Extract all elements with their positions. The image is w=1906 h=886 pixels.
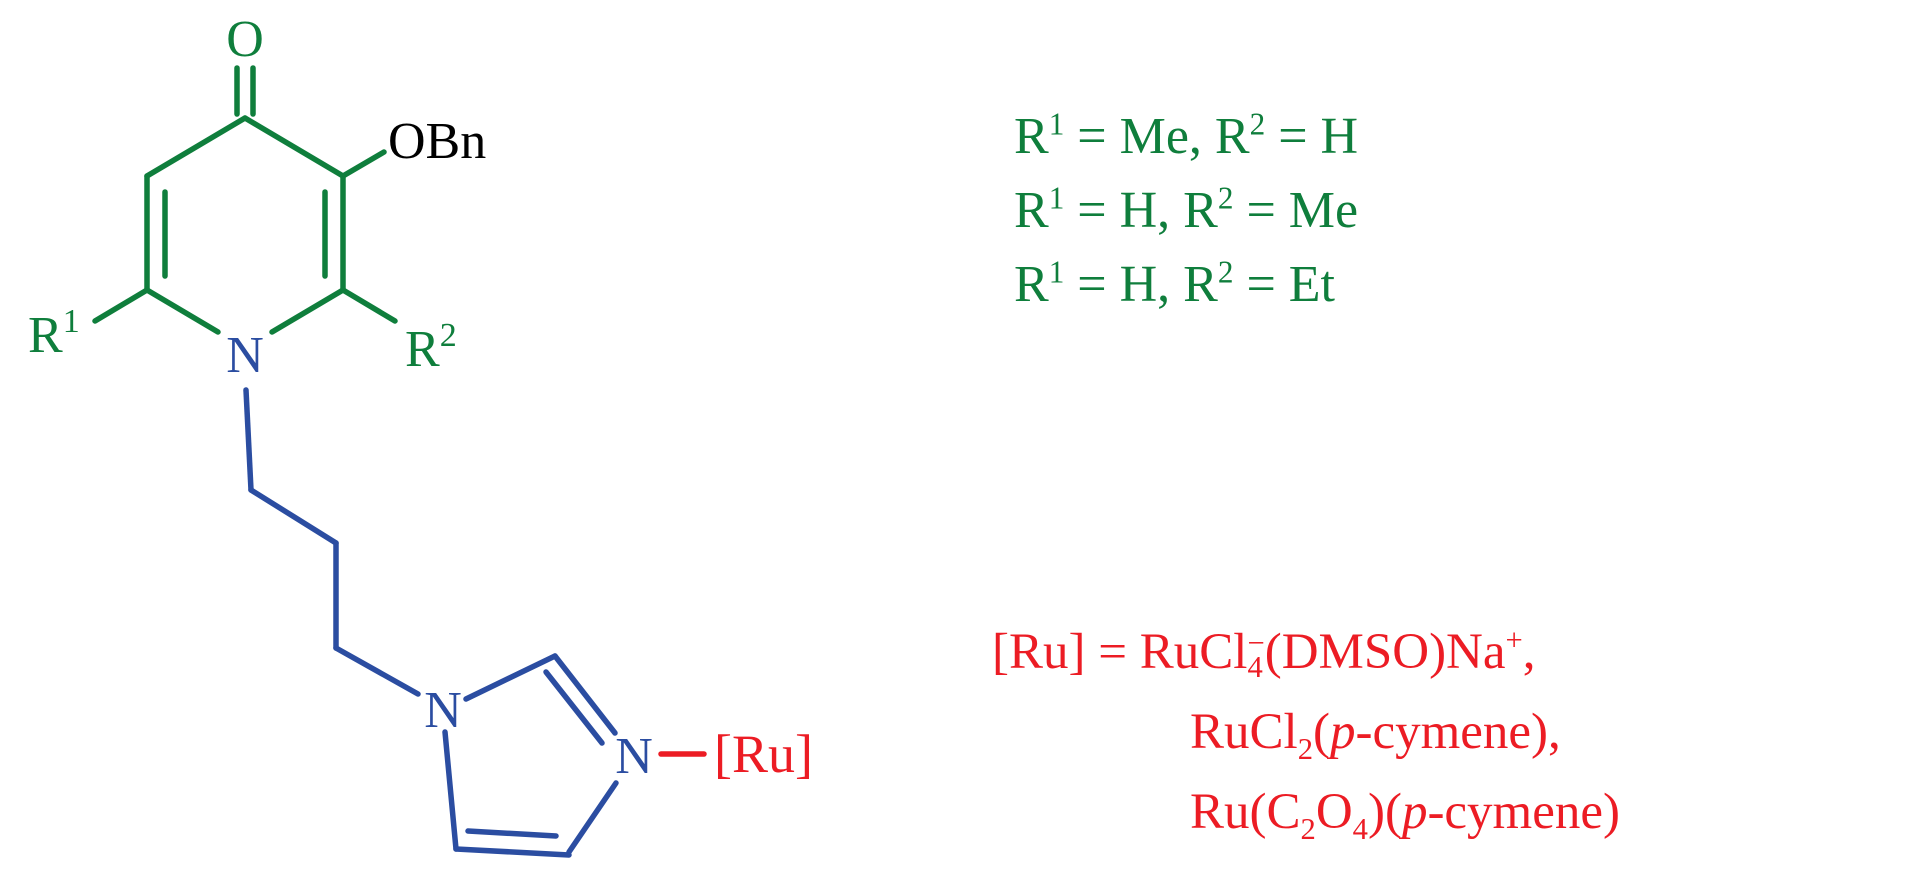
bond-ch2-ch2 bbox=[248, 487, 339, 546]
bond-c3-obn bbox=[340, 149, 387, 179]
r1-base: R bbox=[28, 307, 63, 364]
bond-im-c4-c5-inner bbox=[465, 828, 559, 839]
r2-label: R2 bbox=[405, 317, 457, 378]
ru-legend: [Ru] = RuCl−4(DMSO)Na+, RuCl2(p-cymene),… bbox=[992, 612, 1620, 852]
bond-n1-c6 bbox=[144, 287, 221, 335]
bond-im-c4-c5 bbox=[453, 846, 572, 858]
bond-im-n3-c4 bbox=[566, 780, 619, 855]
ru-line-2: RuCl2(p-cymene), bbox=[1190, 704, 1561, 767]
bond-c5-c4 bbox=[144, 115, 248, 179]
bond-c4-c3 bbox=[242, 115, 346, 179]
ru-line-3: Ru(C2O4)(p-cymene) bbox=[1190, 784, 1620, 847]
bond-c2-n1 bbox=[269, 287, 346, 335]
propyl-linker bbox=[243, 387, 421, 697]
bond-im-c2-n3 bbox=[552, 653, 618, 736]
imidazole-n3-label: N bbox=[615, 728, 653, 785]
ru-line-1: [Ru] = RuCl−4(DMSO)Na+, bbox=[992, 623, 1536, 685]
r-group-line-2: R1 = H, R2 = Me bbox=[1014, 180, 1359, 239]
ru-bracket-label: [Ru] bbox=[714, 724, 813, 784]
imidazole-n1-label: N bbox=[424, 682, 462, 739]
r2-superscript: 2 bbox=[440, 317, 457, 354]
r1-superscript: 1 bbox=[63, 303, 80, 340]
obn-label: OBn bbox=[388, 113, 486, 170]
imidazole-ring bbox=[442, 653, 619, 858]
r2-base: R bbox=[405, 321, 440, 378]
carbonyl-o-label: O bbox=[226, 11, 264, 68]
pyridinone-ring bbox=[92, 65, 398, 335]
bond-c2-r2 bbox=[340, 287, 398, 324]
bond-ch2-imidazole bbox=[333, 645, 421, 697]
ring-n-label: N bbox=[226, 327, 264, 384]
bond-n1-ch2 bbox=[243, 387, 254, 493]
bond-im-n1-c2 bbox=[463, 653, 558, 702]
bond-c6-r1 bbox=[92, 287, 150, 324]
r-group-line-1: R1 = Me, R2 = H bbox=[1014, 106, 1359, 165]
r-group-line-3: R1 = H, R2 = Et bbox=[1014, 254, 1335, 313]
bond-im-c5-n1 bbox=[442, 729, 459, 852]
r-group-legend: R1 = Me, R2 = H R1 = H, R2 = Me R1 = H, … bbox=[1014, 100, 1358, 322]
r1-label: R1 bbox=[28, 303, 80, 364]
bond-im-c2-n3-inner bbox=[543, 669, 605, 746]
